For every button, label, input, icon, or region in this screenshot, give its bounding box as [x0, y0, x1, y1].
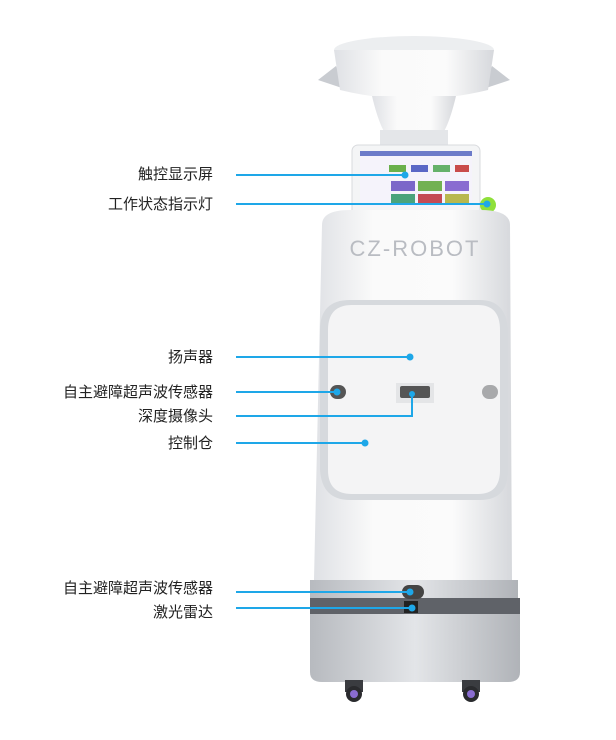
head-tray [318, 36, 510, 150]
brand-logo: CZ-ROBOT [349, 236, 481, 261]
callout-dots [333, 171, 491, 612]
label-touch-screen: 触控显示屏 [137, 165, 213, 183]
depth-camera [400, 386, 430, 398]
label-ultrasonic-sensor-lower: 自主避障超声波传感器 [62, 579, 213, 597]
wheels [345, 680, 480, 702]
label-status-light: 工作状态指示灯 [107, 195, 213, 213]
callout-lines [236, 174, 487, 609]
label-control-compartment: 控制仓 [167, 434, 213, 452]
label-speaker: 扬声器 [167, 348, 213, 366]
label-lidar: 激光雷达 [152, 603, 213, 621]
label-depth-camera: 深度摄像头 [137, 407, 213, 425]
touch-screen [351, 144, 481, 218]
label-ultrasonic-sensor-upper: 自主避障超声波传感器 [62, 383, 213, 401]
